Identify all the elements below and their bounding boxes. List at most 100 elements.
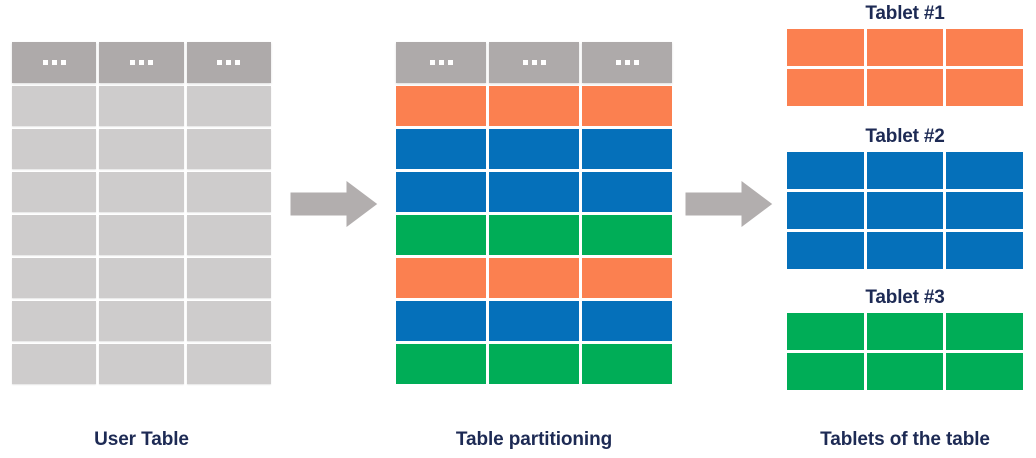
table-cell (582, 257, 672, 298)
table-row (396, 85, 672, 126)
table-cell (866, 192, 944, 229)
table-header-cell (186, 42, 271, 83)
tablet-title-2: Tablet #2 (865, 126, 945, 147)
table-row (396, 214, 672, 255)
table-row (12, 257, 271, 298)
table-cell (12, 300, 97, 341)
table-cell (186, 300, 271, 341)
table-cell (12, 214, 97, 255)
table-cell (582, 171, 672, 212)
table-cell (396, 257, 486, 298)
table-cell (946, 152, 1024, 189)
table-row (787, 313, 1024, 350)
tablet-block-2: Tablet #2 (787, 126, 1024, 269)
table-cell (12, 257, 97, 298)
table-cell (186, 257, 271, 298)
table-cell (946, 29, 1024, 66)
ellipsis-icon (522, 59, 546, 65)
table-cell (186, 214, 271, 255)
table-cell (489, 300, 579, 341)
table-row (12, 300, 271, 341)
tablet-block-3: Tablet #3 (787, 287, 1024, 390)
table-row (787, 353, 1024, 390)
table-cell (866, 69, 944, 106)
table-cell (866, 152, 944, 189)
table-cell (489, 257, 579, 298)
table-cell (946, 232, 1024, 269)
table-cell (99, 171, 184, 212)
table-cell (489, 85, 579, 126)
table-cell (787, 192, 864, 229)
table-cell (787, 313, 864, 350)
table-cell (396, 85, 486, 126)
ellipsis-icon (429, 59, 453, 65)
table-header-row (396, 42, 672, 83)
table-cell (186, 343, 271, 384)
table-cell (99, 128, 184, 169)
user-table (12, 42, 271, 384)
table-cell (489, 214, 579, 255)
table-row (12, 214, 271, 255)
table-cell (946, 69, 1024, 106)
table-row (787, 192, 1024, 229)
table-row (787, 152, 1024, 189)
table-cell (946, 192, 1024, 229)
table-cell (12, 171, 97, 212)
table-cell (99, 343, 184, 384)
table-cell (866, 29, 944, 66)
table-row (396, 300, 672, 341)
table-cell (12, 343, 97, 384)
table-row (787, 232, 1024, 269)
ellipsis-icon (42, 59, 66, 65)
table-cell (396, 214, 486, 255)
table-cell (866, 313, 944, 350)
caption-table-partitioning: Table partitioning (455, 429, 613, 450)
table-cell (787, 29, 864, 66)
caption-user-table: User Table (94, 429, 189, 450)
table-row (787, 29, 1024, 66)
table-row (396, 171, 672, 212)
table-cell (866, 232, 944, 269)
table-cell (12, 128, 97, 169)
table-row (12, 128, 271, 169)
table-header-cell (99, 42, 184, 83)
table-cell (396, 171, 486, 212)
table-cell (946, 313, 1024, 350)
table-cell (396, 128, 486, 169)
table-row (12, 343, 271, 384)
tablet-grid-2 (787, 152, 1024, 269)
table-cell (99, 257, 184, 298)
table-cell (396, 343, 486, 384)
arrow-user-to-partition-icon (288, 178, 380, 230)
table-row (787, 69, 1024, 106)
table-cell (582, 214, 672, 255)
table-row (396, 343, 672, 384)
table-cell (186, 171, 271, 212)
table-row (396, 257, 672, 298)
ellipsis-icon (615, 59, 639, 65)
table-cell (787, 353, 864, 390)
table-cell (946, 353, 1024, 390)
table-cell (582, 85, 672, 126)
tablet-block-1: Tablet #1 (787, 3, 1024, 106)
tablet-title-3: Tablet #3 (865, 287, 945, 308)
table-header-cell (489, 42, 579, 83)
tablet-title-1: Tablet #1 (865, 3, 945, 24)
table-cell (489, 171, 579, 212)
ellipsis-icon (129, 59, 153, 65)
partitioned-table (396, 42, 672, 384)
table-cell (99, 85, 184, 126)
table-cell (99, 214, 184, 255)
table-cell (99, 300, 184, 341)
table-cell (582, 300, 672, 341)
table-cell (12, 85, 97, 126)
table-cell (186, 128, 271, 169)
arrow-partition-to-tablets-icon (683, 178, 775, 230)
table-cell (489, 128, 579, 169)
table-header-cell (582, 42, 672, 83)
tablet-grid-1 (787, 29, 1024, 106)
table-cell (396, 300, 486, 341)
table-cell (787, 232, 864, 269)
table-header-cell (396, 42, 486, 83)
